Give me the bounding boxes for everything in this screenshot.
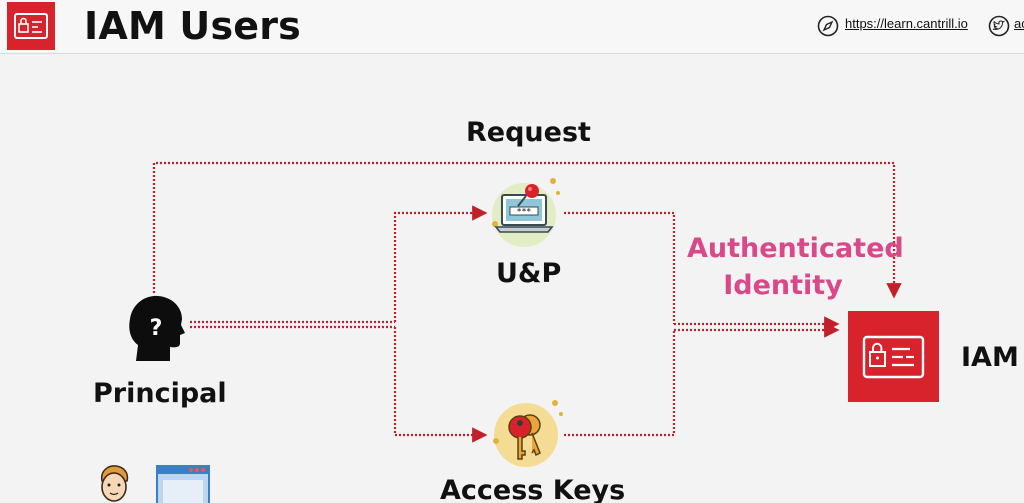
svg-text:***: ***: [517, 207, 532, 216]
access-keys-label: Access Keys: [440, 475, 626, 503]
principal-head-icon: ?: [126, 293, 186, 366]
arrow-lines: [152, 161, 902, 443]
page-title: IAM Users: [84, 4, 301, 48]
course-link[interactable]: https://learn.cantrill.io: [845, 16, 968, 31]
compass-icon: [817, 15, 839, 37]
principal-label: Principal: [93, 378, 227, 409]
svg-text:?: ?: [150, 316, 163, 341]
iam-label: IAM: [961, 342, 1019, 373]
access-keys-icon: [486, 395, 564, 478]
request-label: Request: [466, 117, 591, 148]
person-face-icon: [96, 465, 132, 503]
iam-logo-icon: [7, 2, 55, 50]
up-label: U&P: [496, 258, 562, 289]
authenticated-label-line1: Authenticated: [687, 233, 904, 264]
laptop-password-icon: ***: [484, 175, 564, 258]
to-keys-arrow: [393, 327, 488, 443]
browser-window-icon: [156, 465, 210, 503]
authenticated-label-line2: Identity: [723, 270, 843, 301]
to-up-arrow: [393, 205, 488, 322]
iam-users-diagram: Request ? Principal *** U&P: [0, 55, 1024, 503]
twitter-icon: [988, 15, 1010, 37]
request-arrow: [152, 161, 902, 299]
twitter-handle[interactable]: ac: [1014, 16, 1024, 31]
header-bar: IAM Users https://learn.cantrill.io ac: [0, 0, 1024, 54]
iam-service-icon: [848, 311, 939, 407]
